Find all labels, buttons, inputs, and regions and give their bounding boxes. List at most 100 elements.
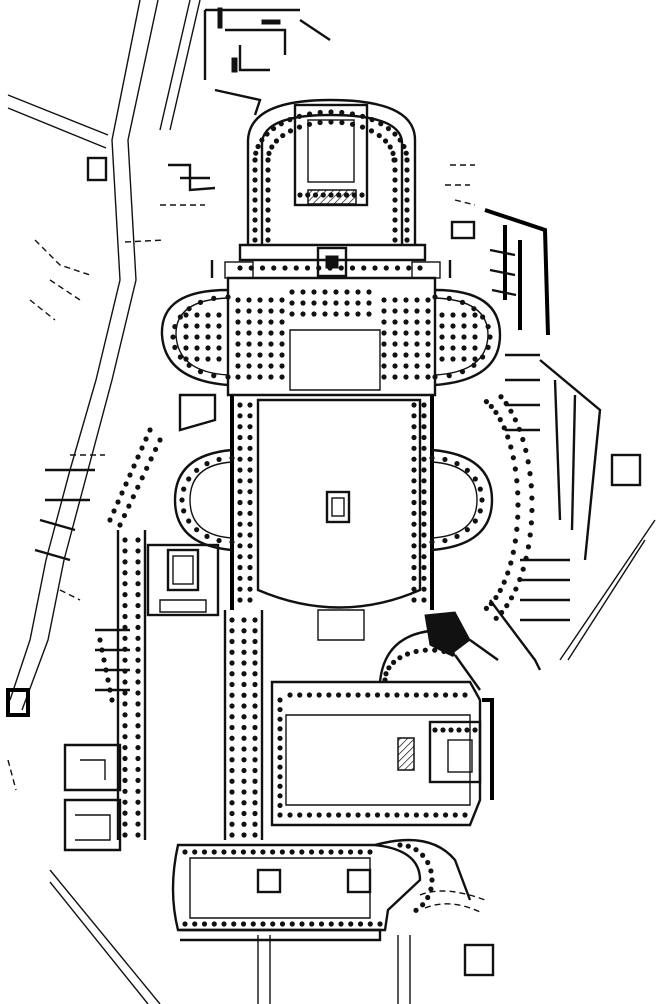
- column-dot: [247, 434, 253, 441]
- column-dot: [229, 649, 235, 655]
- column-dot: [442, 537, 448, 544]
- column-dot: [403, 363, 409, 369]
- column-dot: [392, 308, 398, 314]
- column-dot: [355, 692, 361, 698]
- column-dot: [111, 508, 117, 514]
- column-dot: [366, 311, 372, 317]
- column-dot: [277, 754, 283, 761]
- column-dot: [450, 334, 456, 340]
- column-dot: [328, 921, 334, 927]
- column-dot: [479, 497, 485, 503]
- column-dot: [186, 476, 192, 482]
- column-dot: [260, 849, 266, 855]
- column-dot: [247, 489, 253, 495]
- column-dot: [205, 312, 211, 318]
- column-dot: [117, 522, 123, 528]
- column-dot: [525, 544, 532, 550]
- column-dot: [241, 660, 247, 666]
- column-dot: [425, 319, 431, 325]
- column-dot: [306, 121, 313, 127]
- column-dot: [241, 714, 247, 720]
- column-dot: [403, 352, 409, 358]
- column-dot: [355, 289, 361, 295]
- column-dot: [316, 265, 322, 271]
- column-dot: [194, 312, 200, 318]
- column-dot: [182, 849, 188, 855]
- column-dot: [229, 692, 235, 698]
- ruins-west: [6, 454, 130, 852]
- column-dot: [177, 354, 183, 360]
- column-dot: [355, 300, 361, 306]
- column-dot: [122, 810, 128, 816]
- column-dot: [429, 455, 435, 461]
- column-dot: [109, 697, 115, 703]
- column-dot: [247, 478, 253, 484]
- column-dot: [237, 413, 243, 419]
- column-dot: [289, 311, 295, 317]
- column-dot: [240, 921, 247, 927]
- column-dot: [279, 921, 286, 927]
- column-dot: [248, 265, 254, 271]
- column-dot: [421, 456, 427, 462]
- column-dot: [241, 746, 247, 752]
- column-dot: [216, 345, 222, 351]
- column-dot: [428, 886, 434, 892]
- column-dot: [229, 660, 235, 666]
- column-dot: [252, 789, 258, 795]
- column-dot: [157, 437, 163, 443]
- column-dot: [135, 635, 141, 641]
- column-dot: [194, 345, 200, 351]
- column-dot: [411, 424, 417, 430]
- column-dot: [472, 312, 478, 318]
- column-dot: [252, 810, 258, 817]
- column-dot: [107, 517, 113, 523]
- column-dot: [229, 714, 235, 720]
- column-dot: [252, 757, 258, 763]
- column-dot: [381, 363, 387, 369]
- column-dot: [414, 341, 420, 347]
- column-dot: [211, 295, 217, 301]
- column-dot: [241, 800, 247, 806]
- column-dot: [403, 330, 409, 336]
- ruins-north: [29, 7, 331, 321]
- column-dot: [306, 111, 313, 117]
- column-dot: [411, 467, 417, 473]
- column-dot: [505, 434, 511, 440]
- column-dot: [385, 125, 392, 132]
- column-dot: [529, 507, 535, 514]
- column-dot: [461, 345, 467, 351]
- column-dot: [333, 300, 339, 306]
- column-dot: [229, 800, 235, 806]
- column-dot: [404, 187, 410, 193]
- column-dot: [229, 821, 235, 827]
- column-dot: [260, 921, 266, 927]
- column-dot: [289, 921, 295, 927]
- column-dot: [241, 789, 247, 795]
- column-dot: [411, 532, 417, 538]
- column-dot: [237, 597, 243, 603]
- column-dot: [235, 352, 241, 358]
- column-dot: [99, 647, 105, 653]
- column-dot: [508, 595, 515, 601]
- column-dot: [367, 921, 373, 927]
- column-dot: [411, 456, 417, 462]
- column-dot: [241, 628, 247, 634]
- column-dot: [229, 617, 235, 623]
- column-dot: [411, 445, 417, 451]
- column-dot: [425, 341, 431, 347]
- column-dot: [126, 503, 132, 509]
- column-dot: [269, 144, 275, 150]
- column-dot: [289, 849, 295, 855]
- column-dot: [414, 330, 420, 336]
- column-dot: [471, 306, 477, 312]
- column-dot: [235, 363, 241, 369]
- column-dot: [311, 300, 317, 306]
- column-dot: [515, 502, 521, 508]
- column-dot: [277, 793, 283, 799]
- column-dot: [328, 192, 334, 198]
- column-dot: [477, 486, 483, 492]
- column-dot: [247, 564, 253, 571]
- column-dot: [403, 341, 409, 347]
- column-dot: [204, 461, 210, 467]
- column-dot: [287, 812, 293, 818]
